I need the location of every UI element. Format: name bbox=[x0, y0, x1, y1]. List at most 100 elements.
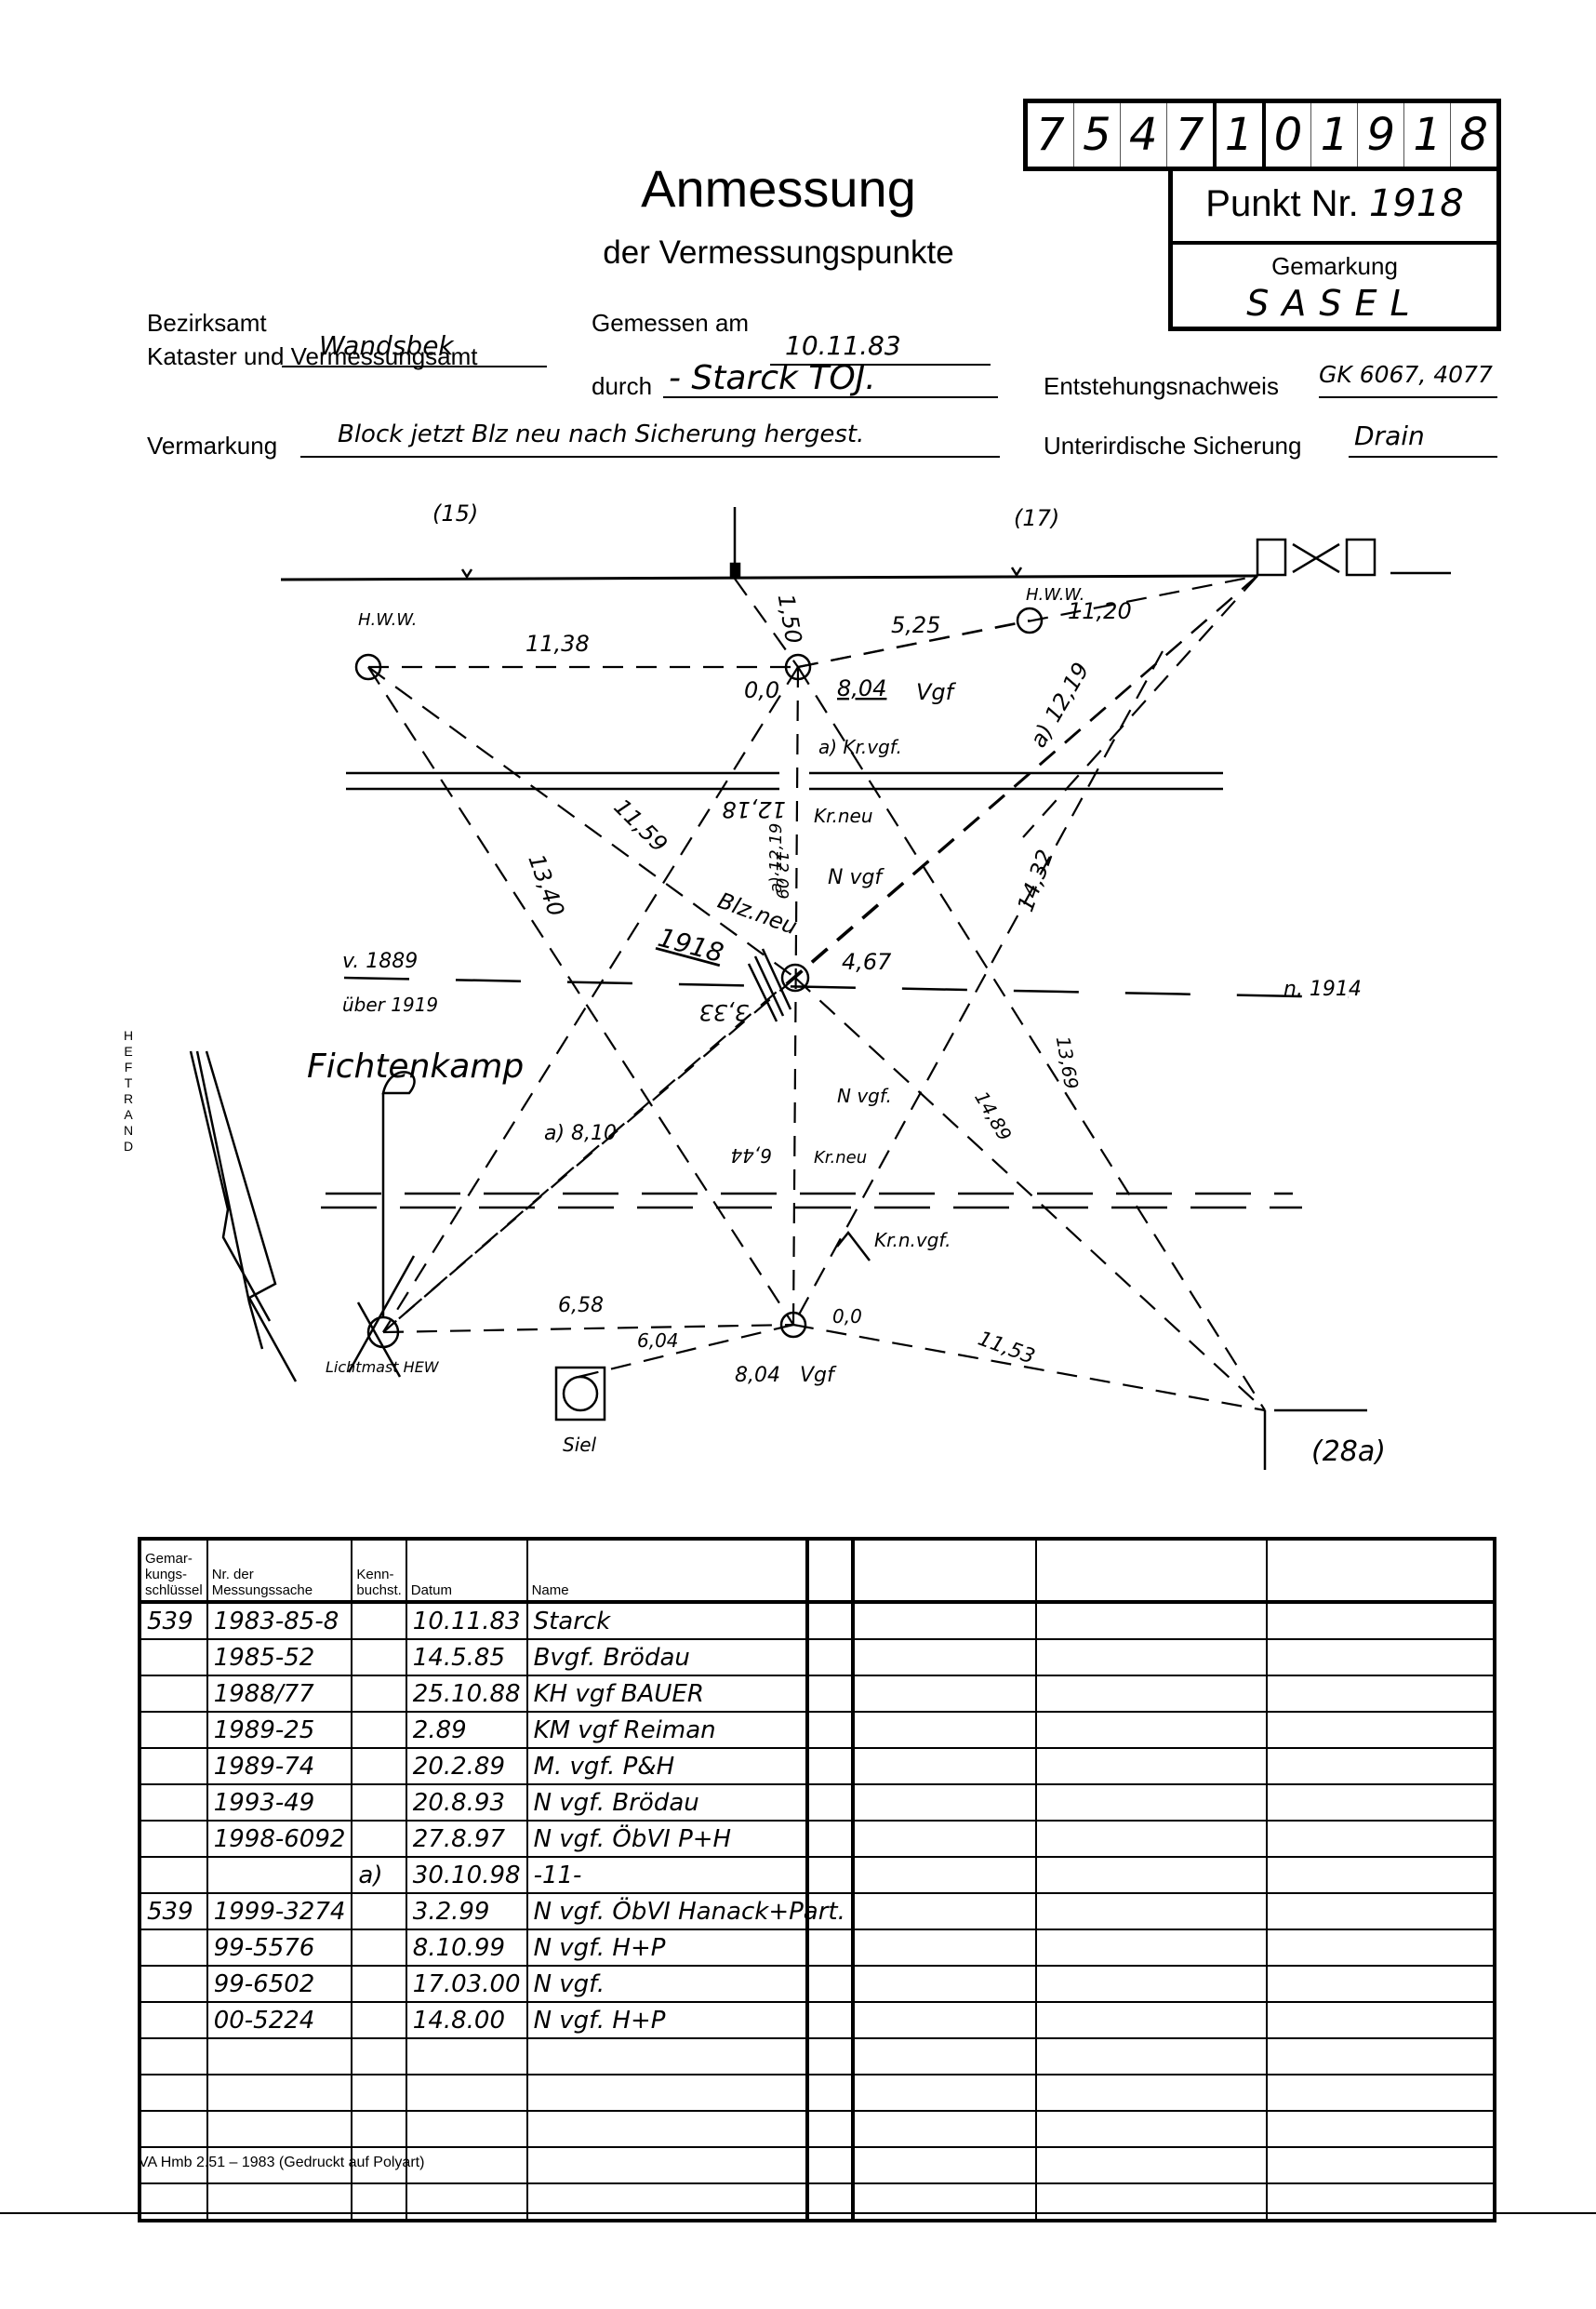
sketch-label: (17) bbox=[1014, 505, 1059, 531]
sketch-label: 13,69 bbox=[1052, 1034, 1084, 1091]
cell-messungssache bbox=[206, 2146, 353, 2184]
cell-gemarkung bbox=[139, 2146, 208, 2184]
cell-datum: 3.2.99 bbox=[405, 1892, 528, 1930]
cell-datum: 20.8.93 bbox=[405, 1783, 528, 1822]
code-digit: 1 bbox=[1311, 103, 1359, 167]
cell-empty bbox=[1035, 1675, 1268, 1713]
sketch-label: (15) bbox=[432, 501, 478, 527]
cell-empty bbox=[1266, 1965, 1496, 2003]
punkt-box: Punkt Nr. 1918 Gemarkung SASEL bbox=[1168, 167, 1501, 331]
cell-gemarkung bbox=[139, 1965, 208, 2003]
cell-datum: 27.8.97 bbox=[405, 1820, 528, 1858]
vermarkung-label: Vermarkung bbox=[147, 432, 278, 460]
cell-gemarkung bbox=[139, 2110, 208, 2148]
cell-gemarkung bbox=[139, 2001, 208, 2039]
point-hww-left bbox=[354, 653, 382, 681]
code-digit: 4 bbox=[1121, 103, 1167, 167]
table-row bbox=[139, 2037, 854, 2075]
sketch-label: Siel bbox=[563, 1434, 597, 1456]
sketch-label: 0,0 bbox=[744, 677, 779, 703]
table-row-empty bbox=[806, 2001, 1496, 2039]
sketch-label: H.W.W. bbox=[1026, 585, 1084, 605]
bezirksamt-label: Bezirksamt bbox=[147, 309, 267, 337]
cell-empty bbox=[806, 1601, 1037, 1640]
table-row-empty bbox=[806, 1675, 1496, 1713]
durch-label: durch bbox=[592, 372, 653, 400]
cell-datum bbox=[405, 2074, 528, 2112]
cell-gemarkung bbox=[139, 1747, 208, 1785]
punkt-value: 1918 bbox=[1368, 182, 1464, 225]
cell-name: N vgf. ÖbVI P+H bbox=[525, 1820, 854, 1858]
cell-empty bbox=[1035, 1711, 1268, 1749]
cell-gemarkung bbox=[139, 1856, 208, 1894]
sketch-label: Kr.neu bbox=[814, 1148, 867, 1168]
cell-empty bbox=[1035, 1747, 1268, 1785]
street-name-fichtenkamp: Fichtenkamp bbox=[307, 1048, 524, 1086]
cell-messungssache bbox=[206, 2182, 353, 2222]
cell-gemarkung bbox=[139, 1820, 208, 1858]
cell-empty bbox=[1035, 1856, 1268, 1894]
code-digit: 8 bbox=[1459, 109, 1488, 161]
sketch-label: 13,40 bbox=[523, 851, 569, 920]
cell-kennbuchstabe bbox=[351, 1965, 407, 2003]
sketch-label: Lichtmast HEW bbox=[326, 1358, 440, 1376]
table-row-empty bbox=[806, 2182, 1496, 2222]
cell-gemarkung bbox=[139, 1638, 208, 1676]
cell-empty bbox=[806, 2146, 1037, 2184]
cell-messungssache: 1985-52 bbox=[206, 1638, 353, 1676]
cell-empty bbox=[806, 2037, 1037, 2075]
col-header-datum: Datum bbox=[405, 1538, 528, 1604]
cell-empty bbox=[806, 1856, 1037, 1894]
cell-empty bbox=[806, 1747, 1037, 1785]
gemarkung-value: SASEL bbox=[1246, 283, 1423, 324]
cell-messungssache bbox=[206, 1856, 353, 1894]
table-row-empty bbox=[806, 2074, 1496, 2112]
cell-messungssache bbox=[206, 2037, 353, 2075]
cell-empty bbox=[1035, 1965, 1268, 2003]
cell-messungssache: 1989-25 bbox=[206, 1711, 353, 1749]
cell-empty bbox=[1035, 2001, 1268, 2039]
cell-kennbuchstabe: a) bbox=[351, 1856, 407, 1894]
sketch-label: 6,04 bbox=[637, 1329, 679, 1352]
cell-datum bbox=[405, 2110, 528, 2148]
unterirdisch-field: Drain bbox=[1349, 420, 1497, 458]
cell-kennbuchstabe bbox=[351, 1601, 407, 1640]
cross-mark bbox=[1292, 542, 1340, 574]
sketch-label: 4,67 bbox=[842, 949, 892, 975]
cell-name bbox=[525, 2074, 854, 2112]
table-row-empty bbox=[806, 1929, 1496, 1967]
bottom-rule bbox=[0, 2212, 1596, 2214]
box-left bbox=[1256, 538, 1287, 577]
table-row bbox=[139, 2110, 854, 2148]
entstehung-field: GK 6067, 4077 bbox=[1319, 361, 1497, 398]
cell-empty bbox=[1266, 1638, 1496, 1676]
cell-empty bbox=[1266, 1711, 1496, 1749]
cell-name: KH vgf BAUER bbox=[525, 1675, 854, 1713]
unterirdisch-value: Drain bbox=[1354, 420, 1425, 451]
cell-messungssache bbox=[206, 2110, 353, 2148]
cell-messungssache: 1989-74 bbox=[206, 1747, 353, 1785]
cell-kennbuchstabe bbox=[351, 2146, 407, 2184]
col-header-gemarkung: Gemar-kungs-schlüssel bbox=[139, 1538, 208, 1604]
gemarkung-label: Gemarkung bbox=[1271, 252, 1398, 280]
table-row-empty bbox=[806, 2146, 1496, 2184]
cell-empty bbox=[806, 1638, 1037, 1676]
sketch-label: N vgf. bbox=[837, 1085, 892, 1107]
cell-name: N vgf. ÖbVI Hanack+Part. bbox=[525, 1892, 854, 1930]
cell-name: N vgf. H+P bbox=[525, 1929, 854, 1967]
cell-name bbox=[525, 2037, 854, 2075]
cell-empty bbox=[1266, 2110, 1496, 2148]
cell-datum: 14.8.00 bbox=[405, 2001, 528, 2039]
point-top bbox=[784, 653, 812, 681]
sketch-label: 8,04 bbox=[837, 675, 886, 701]
sketch-label: 1918 bbox=[655, 922, 726, 968]
cell-kennbuchstabe bbox=[351, 2001, 407, 2039]
cell-empty bbox=[806, 1929, 1037, 1967]
cell-messungssache: 1999-3274 bbox=[206, 1892, 353, 1930]
